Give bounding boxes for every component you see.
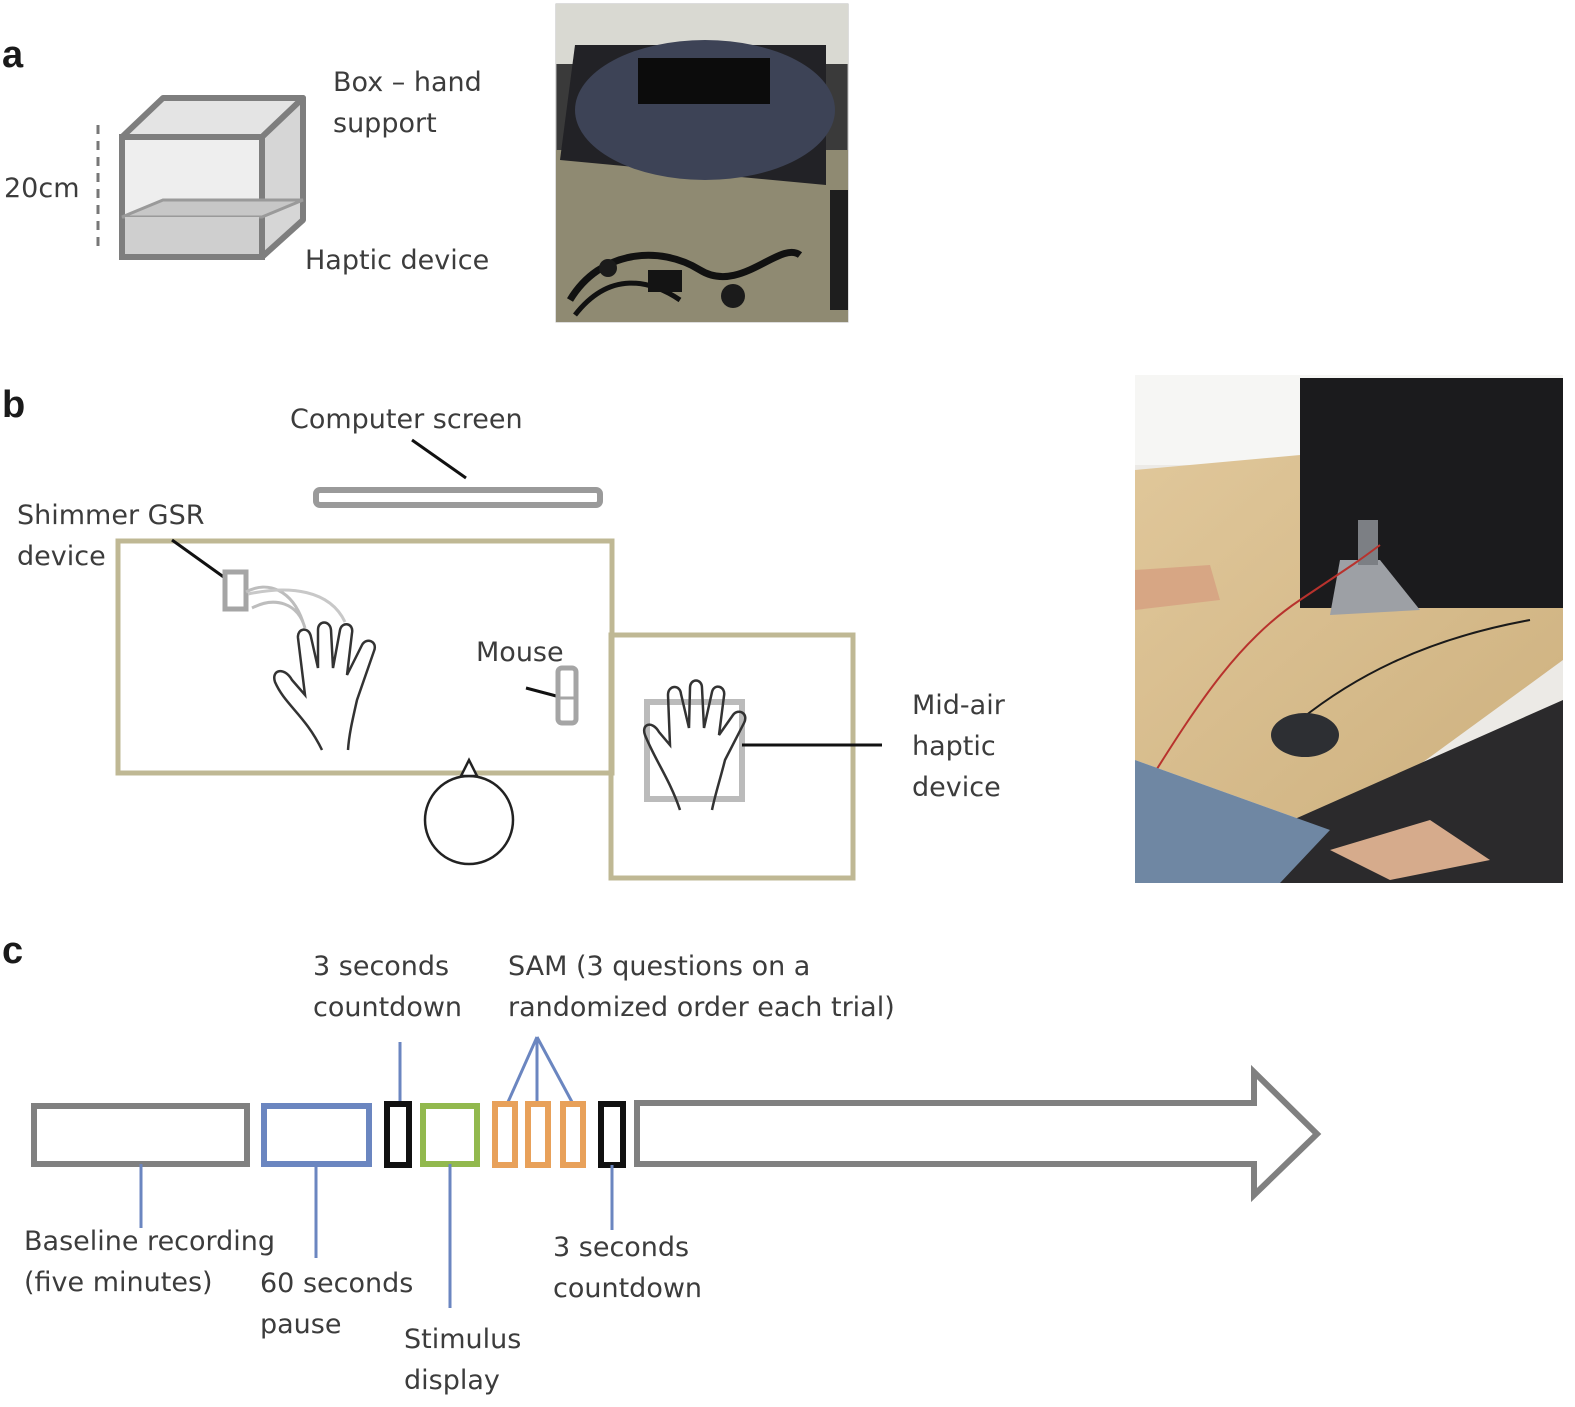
stimulus-block (420, 1103, 480, 1167)
sam-leader-1 (506, 1036, 539, 1103)
gsr-device-label: Shimmer GSR device (17, 500, 205, 572)
mid-air-haptic-label: Mid-air haptic device (912, 690, 1005, 803)
panel-a-letter: a (2, 34, 24, 76)
mouse-shape (555, 665, 579, 726)
gsr-device-shape (222, 569, 249, 612)
height-label: 20cm (4, 173, 80, 204)
participant-head (423, 774, 515, 866)
countdown-block-1 (384, 1101, 412, 1168)
countdown-top-label: 3 seconds countdown (313, 951, 463, 1023)
pause-label: 60 seconds pause (260, 1268, 414, 1340)
mouse-label: Mouse (476, 637, 564, 668)
setup-photo (1135, 375, 1563, 883)
setup-top-view (115, 438, 882, 881)
participant-nose (458, 757, 480, 778)
box-hand-support-drawing (96, 95, 306, 260)
left-hand-drawing (273, 621, 377, 751)
gsr-leader-line (171, 538, 233, 585)
computer-screen-label: Computer screen (290, 404, 523, 435)
countdown-block-2 (598, 1101, 626, 1168)
box-label: Box – hand support (333, 67, 482, 139)
mouse-leader-line (525, 686, 561, 699)
box-photo (555, 3, 849, 323)
haptic-table-outline (608, 632, 856, 881)
baseline-block (31, 1103, 250, 1167)
sam-leader-3 (535, 1036, 574, 1103)
sam-block-1 (492, 1101, 518, 1168)
mid-air-haptic-device-shape (644, 699, 745, 802)
screen-leader-line (411, 438, 467, 480)
sam-label: SAM (3 questions on a randomized order e… (508, 951, 895, 1023)
haptic-device-body (125, 217, 259, 254)
haptic-device-label: Haptic device (305, 245, 490, 276)
sam-block-3 (560, 1101, 586, 1168)
countdown-bottom-label: 3 seconds countdown (553, 1232, 703, 1304)
time-arrow (634, 1064, 1322, 1203)
sam-block-2 (525, 1101, 551, 1168)
panel-c-letter: c (2, 930, 24, 972)
stimulus-label: Stimulus display (404, 1324, 522, 1396)
baseline-label: Baseline recording (five minutes) (24, 1226, 276, 1298)
timeline (31, 1036, 1322, 1308)
panel-b-letter: b (2, 384, 26, 426)
pause-block (261, 1103, 372, 1167)
right-hand-drawing (642, 679, 747, 811)
computer-screen-shape (313, 487, 603, 508)
